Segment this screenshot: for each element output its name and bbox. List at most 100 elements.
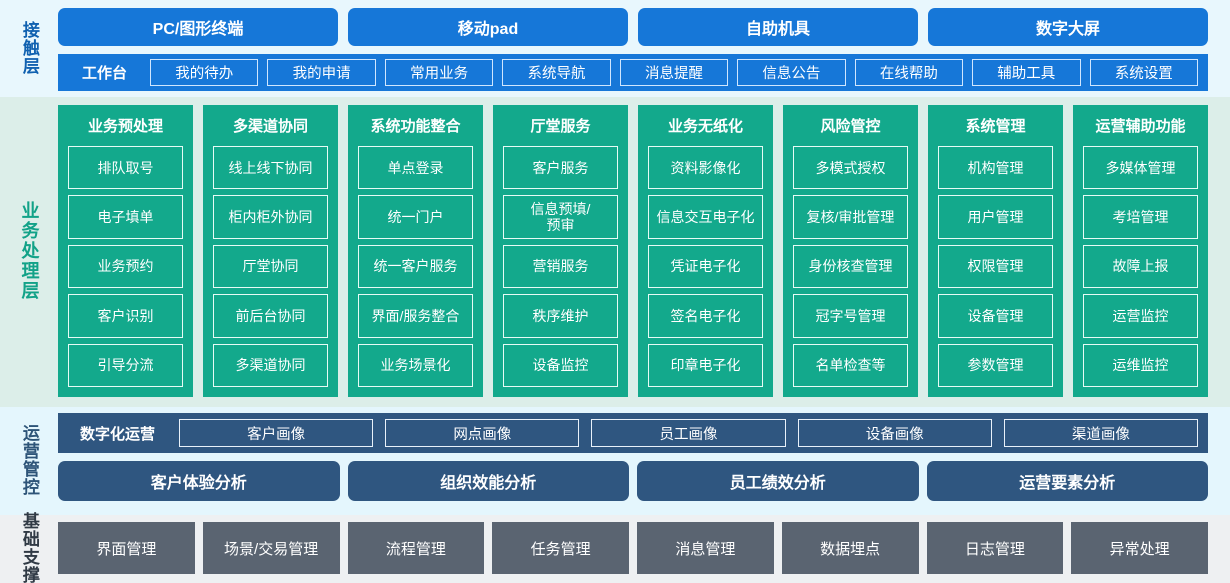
layer-operations: 运营管控 数字化运营 客户画像 网点画像 员工画像 设备画像 渠道画像 客户体验… xyxy=(0,407,1230,515)
channel-row: PC/图形终端 移动pad 自助机具 数字大屏 xyxy=(58,4,1230,46)
business-cell[interactable]: 厅堂协同 xyxy=(213,244,328,289)
business-cell[interactable]: 统一门户 xyxy=(358,195,473,239)
foundation-chip-message-management[interactable]: 消息管理 xyxy=(637,522,774,574)
business-cell[interactable]: 故障上报 xyxy=(1083,244,1198,289)
foundation-chip-exception-handling[interactable]: 异常处理 xyxy=(1071,522,1208,574)
business-cell[interactable]: 机构管理 xyxy=(938,146,1053,190)
column-title: 多渠道协同 xyxy=(232,118,308,135)
business-column-lobby-service: 厅堂服务 客户服务 信息预填/ 预审 营销服务 秩序维护 设备监控 xyxy=(493,105,628,397)
portrait-item-employee[interactable]: 员工画像 xyxy=(591,419,786,447)
column-title: 系统管理 xyxy=(965,118,1026,135)
column-title: 系统功能整合 xyxy=(370,118,461,135)
business-cell[interactable]: 排队取号 xyxy=(68,146,183,190)
business-cell[interactable]: 运营监控 xyxy=(1083,294,1198,338)
business-cell[interactable]: 参数管理 xyxy=(938,343,1053,388)
business-cell[interactable]: 复核/审批管理 xyxy=(793,195,908,239)
foundation-chip-ui-management[interactable]: 界面管理 xyxy=(58,522,195,574)
layer-foundation-body: 界面管理 场景/交易管理 流程管理 任务管理 消息管理 数据埋点 日志管理 异常… xyxy=(58,522,1230,574)
business-cell[interactable]: 信息预填/ 预审 xyxy=(503,195,618,239)
business-cell[interactable]: 设备监控 xyxy=(503,343,618,388)
business-cell[interactable]: 引导分流 xyxy=(68,343,183,388)
business-cell[interactable]: 业务场景化 xyxy=(358,343,473,388)
column-title: 厅堂服务 xyxy=(530,118,591,135)
business-cell[interactable]: 秩序维护 xyxy=(503,294,618,338)
business-cell[interactable]: 界面/服务整合 xyxy=(358,294,473,338)
business-cell[interactable]: 多模式授权 xyxy=(793,146,908,190)
column-title: 风险管控 xyxy=(820,118,881,135)
business-cell[interactable]: 印章电子化 xyxy=(648,343,763,388)
business-cell[interactable]: 柜内柜外协同 xyxy=(213,195,328,239)
toolbar-item-my-todo[interactable]: 我的待办 xyxy=(150,59,259,86)
digital-operations-bar: 数字化运营 客户画像 网点画像 员工画像 设备画像 渠道画像 xyxy=(58,413,1208,453)
toolbar-item-my-application[interactable]: 我的申请 xyxy=(267,59,376,86)
channel-chip-mobile-pad[interactable]: 移动pad xyxy=(348,8,628,46)
workbench-toolbar: 工作台 我的待办 我的申请 常用业务 系统导航 消息提醒 信息公告 在线帮助 辅… xyxy=(58,54,1208,91)
portrait-item-channel[interactable]: 渠道画像 xyxy=(1003,419,1199,447)
column-title: 运营辅助功能 xyxy=(1095,118,1186,135)
toolbar-item-system-navigation[interactable]: 系统导航 xyxy=(502,59,611,86)
business-cell[interactable]: 信息交互电子化 xyxy=(648,195,763,239)
portrait-item-customer[interactable]: 客户画像 xyxy=(179,419,374,447)
business-cell[interactable]: 签名电子化 xyxy=(648,294,763,338)
toolbar-item-aux-tools[interactable]: 辅助工具 xyxy=(972,59,1081,86)
business-cell[interactable]: 多渠道协同 xyxy=(213,343,328,388)
foundation-chip-data-tracking[interactable]: 数据埋点 xyxy=(781,522,919,574)
business-cell[interactable]: 资料影像化 xyxy=(648,146,763,190)
column-title: 业务预处理 xyxy=(87,118,163,135)
analysis-row: 客户体验分析 组织效能分析 员工绩效分析 运营要素分析 xyxy=(58,461,1230,501)
business-cell[interactable]: 客户识别 xyxy=(68,294,183,338)
channel-chip-self-service[interactable]: 自助机具 xyxy=(638,8,918,46)
toolbar-item-announcement[interactable]: 信息公告 xyxy=(737,59,846,86)
layer-contact-body: PC/图形终端 移动pad 自助机具 数字大屏 工作台 我的待办 我的申请 常用… xyxy=(58,4,1230,91)
business-cell[interactable]: 多媒体管理 xyxy=(1083,146,1198,190)
business-cell[interactable]: 前后台协同 xyxy=(213,294,328,338)
layer-contact: 接触层 PC/图形终端 移动pad 自助机具 数字大屏 工作台 我的待办 我的申… xyxy=(0,0,1230,97)
toolbar-item-online-help[interactable]: 在线帮助 xyxy=(854,59,964,86)
analysis-chip-org-efficiency[interactable]: 组织效能分析 xyxy=(347,461,629,501)
layer-label-operations: 运营管控 xyxy=(19,424,39,496)
business-column-system-integration: 系统功能整合 单点登录 统一门户 统一客户服务 界面/服务整合 业务场景化 xyxy=(348,105,483,397)
channel-chip-pc[interactable]: PC/图形终端 xyxy=(58,8,338,46)
analysis-chip-operating-factor[interactable]: 运营要素分析 xyxy=(926,461,1208,501)
layer-business-body: 业务预处理 排队取号 电子填单 业务预约 客户识别 引导分流 多渠道协同 线上线… xyxy=(58,105,1230,397)
business-cell[interactable]: 电子填单 xyxy=(68,195,183,239)
business-cell[interactable]: 身份核查管理 xyxy=(793,244,908,289)
business-cell[interactable]: 凭证电子化 xyxy=(648,244,763,289)
foundation-chip-scenario-transaction[interactable]: 场景/交易管理 xyxy=(202,522,340,574)
foundation-chip-task-management[interactable]: 任务管理 xyxy=(492,522,629,574)
business-cell[interactable]: 冠字号管理 xyxy=(793,294,908,338)
business-cell[interactable]: 统一客户服务 xyxy=(358,244,473,289)
analysis-chip-customer-experience[interactable]: 客户体验分析 xyxy=(58,461,340,501)
business-cell[interactable]: 权限管理 xyxy=(938,244,1053,289)
layer-label-business: 业务处理层 xyxy=(19,201,40,301)
business-cell[interactable]: 运维监控 xyxy=(1083,343,1198,388)
business-column-system-management: 系统管理 机构管理 用户管理 权限管理 设备管理 参数管理 xyxy=(928,105,1063,397)
layer-business: 业务处理层 业务预处理 排队取号 电子填单 业务预约 客户识别 引导分流 多渠道… xyxy=(0,97,1230,407)
business-column-preprocess: 业务预处理 排队取号 电子填单 业务预约 客户识别 引导分流 xyxy=(58,105,193,397)
business-cell[interactable]: 单点登录 xyxy=(358,146,473,190)
layer-label-foundation: 基础支撑 xyxy=(19,512,39,583)
business-column-operations-aux: 运营辅助功能 多媒体管理 考培管理 故障上报 运营监控 运维监控 xyxy=(1073,105,1208,397)
business-cell[interactable]: 名单检查等 xyxy=(793,343,908,388)
business-cell[interactable]: 设备管理 xyxy=(938,294,1053,338)
digital-operations-label: 数字化运营 xyxy=(80,425,156,443)
foundation-chip-log-management[interactable]: 日志管理 xyxy=(926,522,1064,574)
layer-operations-body: 数字化运营 客户画像 网点画像 员工画像 设备画像 渠道画像 客户体验分析 组织… xyxy=(58,413,1230,507)
foundation-chip-process-management[interactable]: 流程管理 xyxy=(347,522,485,574)
business-cell[interactable]: 客户服务 xyxy=(503,146,618,190)
layer-foundation: 基础支撑 界面管理 场景/交易管理 流程管理 任务管理 消息管理 数据埋点 日志… xyxy=(0,512,1230,583)
portrait-item-device[interactable]: 设备画像 xyxy=(797,419,992,447)
business-cell[interactable]: 考培管理 xyxy=(1083,195,1198,239)
business-cell[interactable]: 用户管理 xyxy=(938,195,1053,239)
channel-chip-digital-screen[interactable]: 数字大屏 xyxy=(928,8,1208,46)
toolbar-item-common-business[interactable]: 常用业务 xyxy=(384,59,494,86)
toolbar-item-system-settings[interactable]: 系统设置 xyxy=(1089,59,1198,86)
toolbar-item-message-alert[interactable]: 消息提醒 xyxy=(619,59,729,86)
portrait-item-branch[interactable]: 网点画像 xyxy=(385,419,580,447)
business-cell[interactable]: 业务预约 xyxy=(68,244,183,289)
business-cell[interactable]: 线上线下协同 xyxy=(213,146,328,190)
business-cell[interactable]: 营销服务 xyxy=(503,244,618,289)
foundation-row: 界面管理 场景/交易管理 流程管理 任务管理 消息管理 数据埋点 日志管理 异常… xyxy=(58,522,1230,574)
analysis-chip-employee-performance[interactable]: 员工绩效分析 xyxy=(637,461,919,501)
